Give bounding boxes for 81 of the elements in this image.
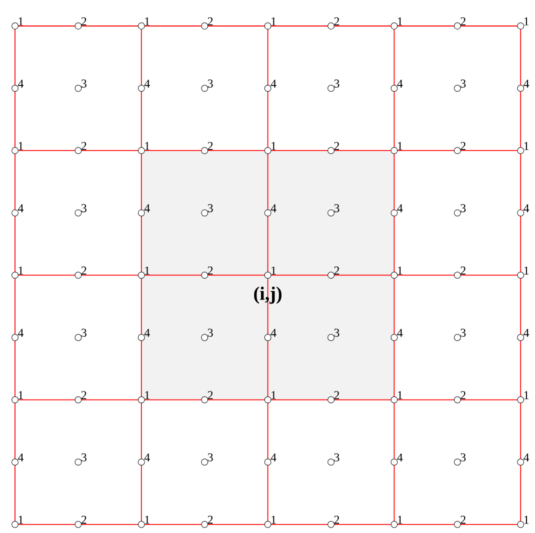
point-label: 1 — [272, 266, 276, 274]
point-label: 1 — [272, 391, 276, 400]
point-label: 1 — [524, 17, 529, 26]
point-label: 3 — [460, 453, 466, 462]
point-label: 3 — [334, 204, 340, 212]
point-label: 3 — [334, 80, 340, 88]
point-label: 3 — [81, 80, 86, 88]
point-label: 1 — [272, 142, 276, 150]
point-label: 4 — [397, 80, 403, 88]
point-label: 3 — [208, 328, 213, 337]
point-label: 2 — [81, 516, 86, 524]
point-label: 2 — [334, 391, 340, 400]
point-label: 1 — [272, 516, 276, 524]
point-label: 4 — [18, 80, 24, 88]
point-label: 1 — [18, 266, 23, 274]
point-label: 1 — [145, 391, 150, 400]
point-label: 4 — [270, 328, 276, 337]
point-label: 2 — [81, 391, 86, 400]
point-label: 1 — [18, 391, 23, 400]
point-label: 1 — [145, 17, 150, 26]
point-label: 4 — [144, 80, 150, 88]
point-label: 1 — [272, 17, 276, 26]
point-label: 4 — [18, 454, 24, 462]
point-label: 4 — [144, 454, 150, 462]
point-label: 2 — [81, 142, 86, 150]
point-label: 3 — [460, 328, 466, 337]
point-label: 2 — [81, 17, 86, 26]
point-label: 1 — [145, 516, 150, 524]
point-label: 2 — [334, 266, 340, 274]
point-label: 1 — [18, 142, 23, 150]
point-label: 2 — [208, 266, 213, 274]
point-label: 3 — [208, 453, 213, 462]
point-label: 2 — [208, 516, 213, 524]
point-label: 4 — [144, 328, 150, 337]
point-label: 1 — [398, 17, 402, 26]
point-label: 2 — [208, 17, 213, 26]
point-label: 3 — [81, 204, 86, 212]
point-label: 1 — [398, 142, 402, 150]
point-label: 1 — [524, 391, 529, 400]
point-label: 3 — [460, 80, 466, 88]
point-label: 4 — [397, 204, 403, 212]
point-label: 4 — [18, 204, 24, 212]
point-label: 4 — [270, 80, 276, 88]
point-label: 2 — [460, 17, 466, 26]
point-label: 3 — [334, 328, 340, 337]
point-label: 2 — [208, 142, 213, 150]
point-label: 1 — [398, 266, 402, 274]
point-label: 4 — [524, 454, 530, 462]
point-label: 2 — [460, 266, 466, 274]
point-label: 3 — [208, 204, 213, 212]
point-label: 1 — [18, 516, 23, 524]
point-label: 1 — [145, 266, 150, 274]
point-label: 4 — [270, 454, 276, 462]
point-label: 1 — [18, 17, 23, 26]
point-label: 3 — [460, 204, 466, 212]
point-label: 1 — [398, 516, 402, 524]
point-label: 2 — [334, 516, 340, 524]
point-label: 2 — [460, 142, 466, 150]
point-label: 4 — [524, 328, 530, 337]
point-label: 3 — [334, 453, 340, 462]
point-label: 3 — [81, 328, 86, 337]
point-label: 2 — [81, 266, 86, 274]
point-label: 1 — [398, 391, 402, 400]
point-label: 4 — [270, 204, 276, 212]
point-label: 2 — [460, 516, 466, 524]
point-label: 4 — [524, 80, 530, 88]
point-label: 4 — [18, 328, 24, 337]
point-label: 1 — [524, 516, 529, 524]
point-label: 1 — [524, 142, 529, 150]
point-label: 2 — [334, 142, 340, 150]
point-label: 1 — [145, 142, 150, 150]
point-label: 3 — [81, 453, 86, 462]
point-label: 1 — [524, 266, 529, 274]
point-label: 4 — [524, 204, 530, 212]
point-label: 3 — [208, 80, 213, 88]
point-label: 2 — [460, 391, 466, 400]
point-label: 4 — [144, 204, 150, 212]
point-label: 4 — [397, 454, 403, 462]
point-label: 4 — [397, 328, 403, 337]
point-label: 2 — [208, 391, 213, 400]
point-label: 2 — [334, 17, 340, 26]
